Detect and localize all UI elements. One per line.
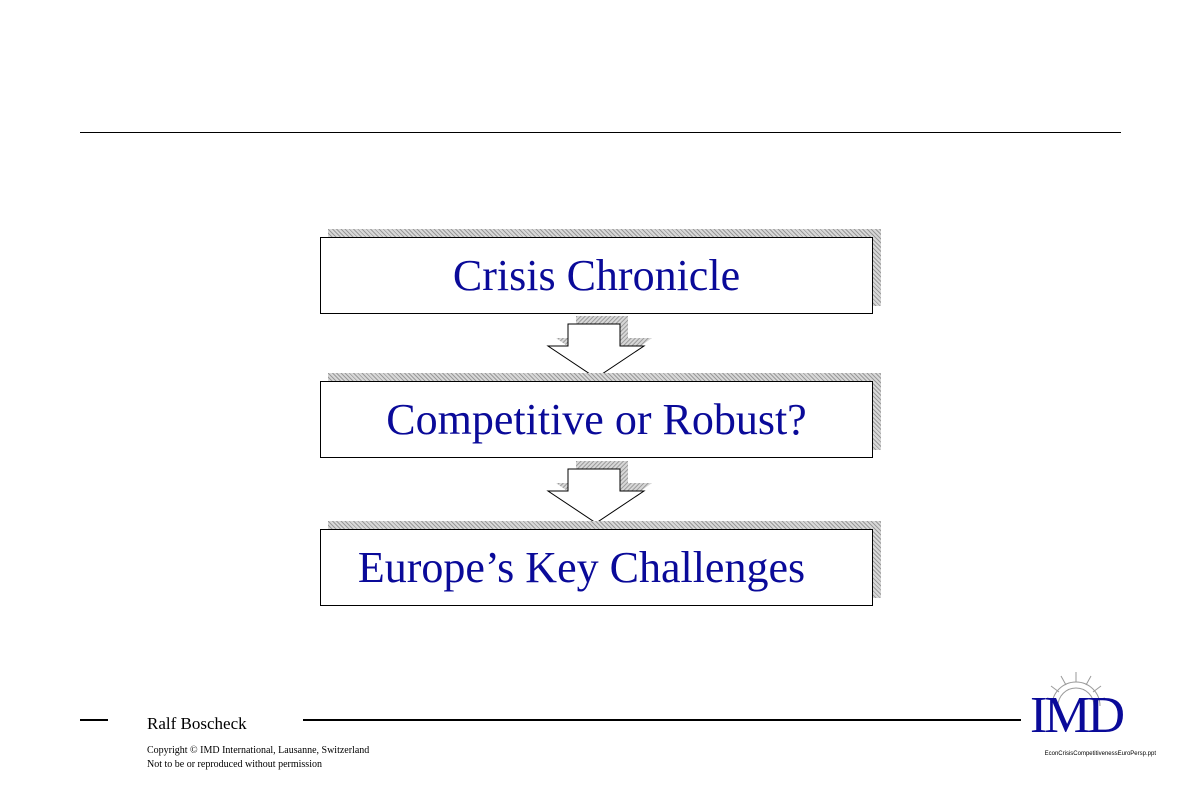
author-name: Ralf Boscheck [147,714,247,733]
sunburst-icon [1046,672,1106,707]
flow-step-2[interactable]: Competitive or Robust? [320,373,881,458]
flow-step-3-box: Europe’s Key Challenges [320,529,873,606]
copyright-line-1: Copyright © IMD International, Lausanne,… [147,745,370,756]
file-name: EconCrisisCompetitivenessEuroPersp.ppt [1044,751,1156,757]
flow-step-1[interactable]: Crisis Chronicle [320,229,881,314]
imd-logo: IMD [1028,668,1125,744]
flow-step-2-label: Competitive or Robust? [386,395,807,444]
flow-step-3[interactable]: Europe’s Key Challenges [320,521,881,606]
logo-wordmark: IMD [1029,687,1125,744]
down-arrow-icon [546,316,652,379]
flow-step-2-box: Competitive or Robust? [320,381,873,458]
copyright-line-2: Not to be or reproduced without permissi… [147,759,322,770]
copyright-notice: Copyright © IMD International, Lausanne,… [147,744,369,772]
flow-step-1-label: Crisis Chronicle [452,251,741,300]
footer-divider-short [80,719,108,721]
footer-divider-long [303,719,1021,721]
flow-step-3-label: Europe’s Key Challenges [357,543,806,592]
down-arrow-icon [546,461,652,524]
flow-step-1-box: Crisis Chronicle [320,237,873,314]
header-divider [80,132,1121,133]
